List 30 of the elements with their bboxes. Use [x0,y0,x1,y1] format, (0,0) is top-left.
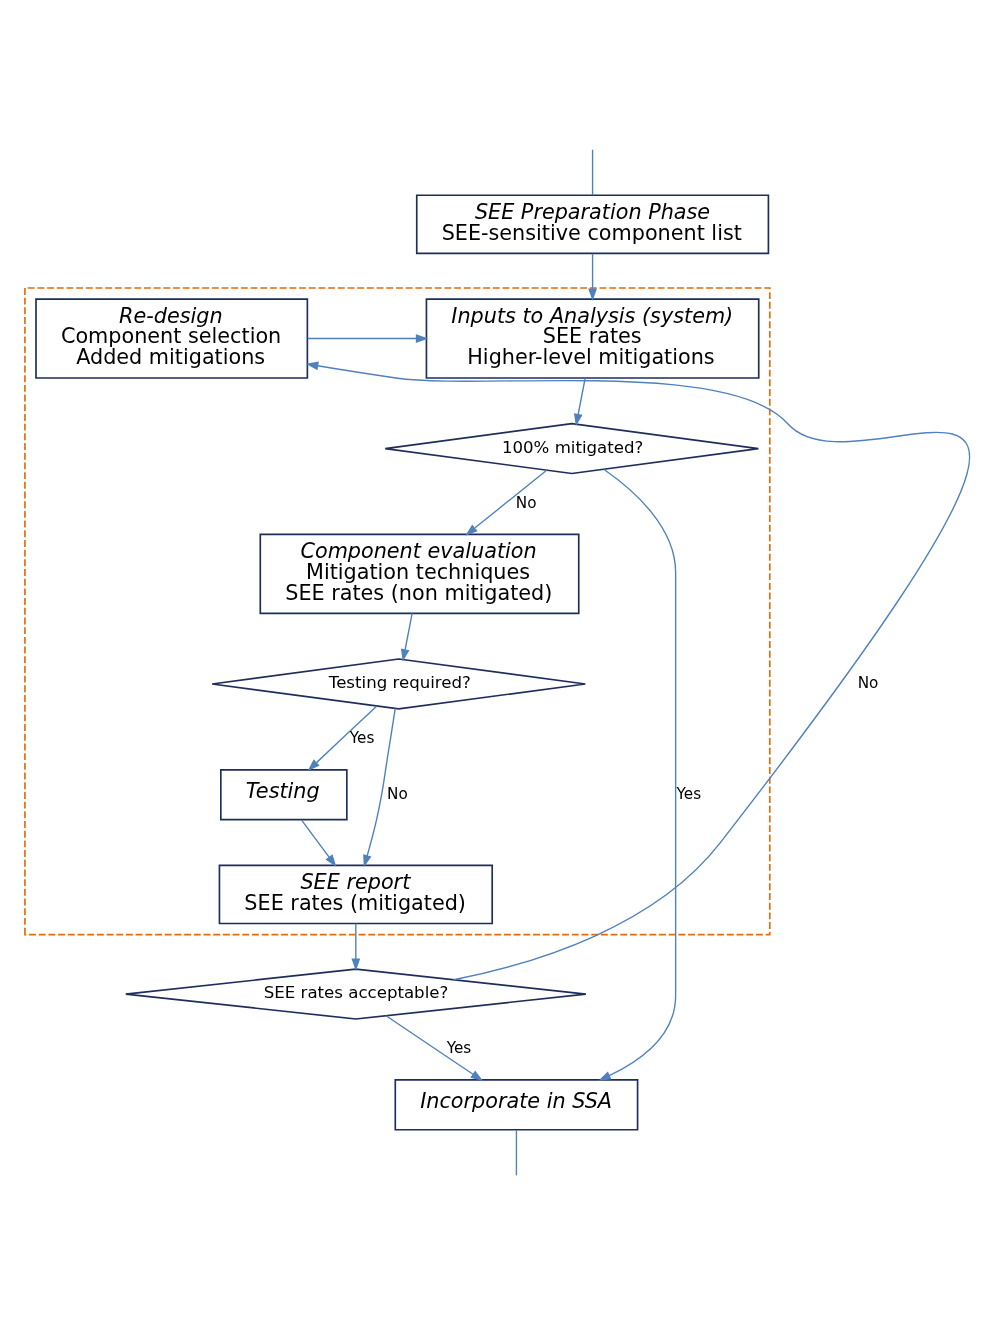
node-diamond: SEE rates acceptable? [124,968,587,1020]
edge-label: No [387,784,408,803]
arrow [385,1015,484,1082]
node-box: SEE Preparation Phase SEE-sensitive component list [415,194,770,255]
edge-label: No [515,493,537,512]
connector [591,149,594,196]
arrow [573,377,586,427]
node-box: Inputs to Analysis (system) SEE rates Higher-level mitigations [425,298,760,379]
node-box: Re-design Component selection Added mitigations [35,298,309,379]
arrow [363,707,396,868]
node-diamond: Testing required? [211,658,587,710]
arrow [598,468,677,1081]
edge-label: Yes [676,784,702,803]
arrow [588,253,597,301]
node-box: Component evaluation Mitigation techniques SEE rates (non mitigated) [259,533,580,615]
arrow [351,923,361,972]
edge-label: Yes [349,729,375,748]
node-box: SEE report SEE rates (mitigated) [218,864,494,925]
arrow [307,705,378,771]
node-diamond: 100% mitigated? [384,422,760,475]
arrow [300,819,337,867]
arrow [305,361,971,981]
node-box: Incorporate in SSA [394,1079,639,1131]
arrow [307,334,429,343]
connector [515,1129,518,1177]
arrow [400,612,413,662]
arrow [465,469,548,536]
edge-label: Yes [446,1039,472,1058]
node-box: Testing [220,768,348,821]
edge-label: No [857,673,879,692]
